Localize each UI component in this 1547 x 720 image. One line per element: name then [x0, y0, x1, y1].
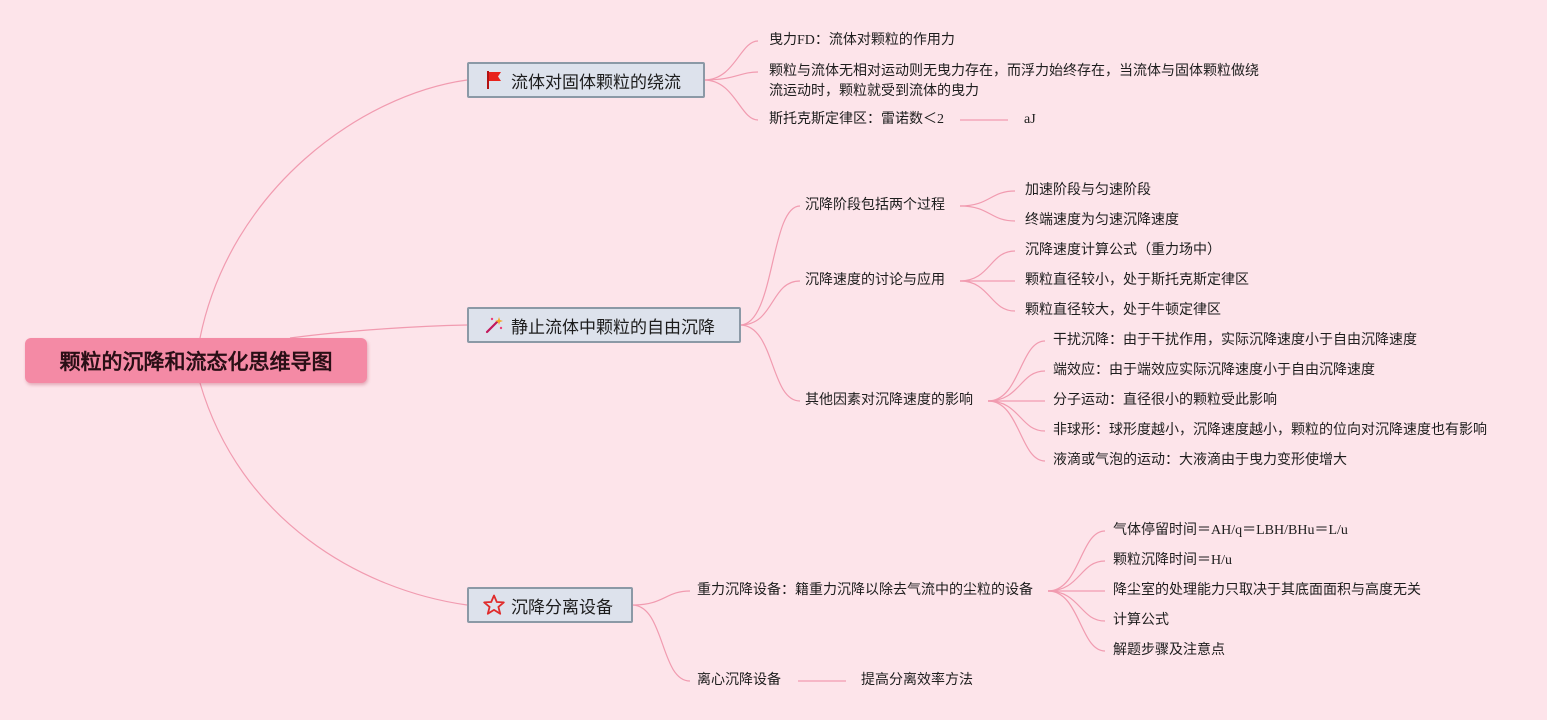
- branch-fluid-flow[interactable]: 流体对固体颗粒的绕流: [467, 62, 705, 98]
- node-settling-stages[interactable]: 沉降阶段包括两个过程: [805, 198, 945, 213]
- node-calc-formula[interactable]: 计算公式: [1113, 613, 1169, 628]
- node-end-effect[interactable]: 端效应：由于端效应实际沉降速度小于自由沉降速度: [1053, 363, 1375, 378]
- node-droplets-bubbles[interactable]: 液滴或气泡的运动：大液滴由于曳力变形使增大: [1053, 453, 1347, 468]
- node-gas-residence-time[interactable]: 气体停留时间＝AH/q＝LBH/BHu＝L/u: [1113, 523, 1348, 538]
- link-root-b2: [289, 324, 468, 339]
- branch-label: 流体对固体颗粒的绕流: [511, 72, 681, 93]
- node-gravity-settling-equipment[interactable]: 重力沉降设备：籍重力沉降以除去气流中的尘粒的设备: [697, 583, 1033, 598]
- node-terminal-velocity[interactable]: 终端速度为匀速沉降速度: [1025, 213, 1179, 228]
- node-molecular-motion[interactable]: 分子运动：直径很小的颗粒受此影响: [1053, 393, 1277, 408]
- node-chamber-capacity[interactable]: 降尘室的处理能力只取决于其底面面积与高度无关: [1113, 583, 1421, 598]
- node-accel-stage[interactable]: 加速阶段与匀速阶段: [1025, 183, 1151, 198]
- node-nonspherical[interactable]: 非球形：球形度越小，沉降速度越小，颗粒的位向对沉降速度也有影响: [1053, 423, 1487, 438]
- node-drag-description[interactable]: 颗粒与流体无相对运动则无曳力存在，而浮力始终存在，当流体与固体颗粒做绕流运动时，…: [769, 64, 1259, 99]
- link-root-b1: [199, 79, 468, 339]
- magic-wand-icon: [483, 314, 505, 336]
- red-flag-icon: [483, 69, 505, 91]
- branch-settling-equipment[interactable]: 沉降分离设备: [467, 587, 633, 623]
- node-small-diameter[interactable]: 颗粒直径较小，处于斯托克斯定律区: [1025, 273, 1249, 288]
- branch-free-settling[interactable]: 静止流体中颗粒的自由沉降: [467, 307, 741, 343]
- node-hindered-settling[interactable]: 干扰沉降：由于干扰作用，实际沉降速度小于自由沉降速度: [1053, 333, 1417, 348]
- root-topic[interactable]: 颗粒的沉降和流态化思维导图: [25, 338, 367, 383]
- node-solution-steps[interactable]: 解题步骤及注意点: [1113, 643, 1225, 658]
- node-particle-settling-time[interactable]: 颗粒沉降时间＝H/u: [1113, 553, 1232, 568]
- root-title: 颗粒的沉降和流态化思维导图: [59, 349, 333, 374]
- branch-label: 静止流体中颗粒的自由沉降: [511, 317, 715, 338]
- node-improve-efficiency[interactable]: 提高分离效率方法: [861, 673, 973, 688]
- star-icon: [483, 594, 505, 616]
- branch-label: 沉降分离设备: [511, 597, 613, 618]
- link-root-b3: [199, 382, 468, 606]
- node-stokes-region[interactable]: 斯托克斯定律区：雷诺数＜2: [769, 112, 944, 127]
- node-velocity-discussion[interactable]: 沉降速度的讨论与应用: [805, 273, 945, 288]
- node-other-factors[interactable]: 其他因素对沉降速度的影响: [805, 393, 973, 408]
- node-centrifugal-equipment[interactable]: 离心沉降设备: [697, 673, 781, 688]
- node-drag-force[interactable]: 曳力FD：流体对颗粒的作用力: [769, 33, 955, 48]
- node-large-diameter[interactable]: 颗粒直径较大，处于牛顿定律区: [1025, 303, 1221, 318]
- node-velocity-formula[interactable]: 沉降速度计算公式（重力场中）: [1025, 243, 1221, 258]
- node-aj-note[interactable]: aJ: [1024, 112, 1036, 127]
